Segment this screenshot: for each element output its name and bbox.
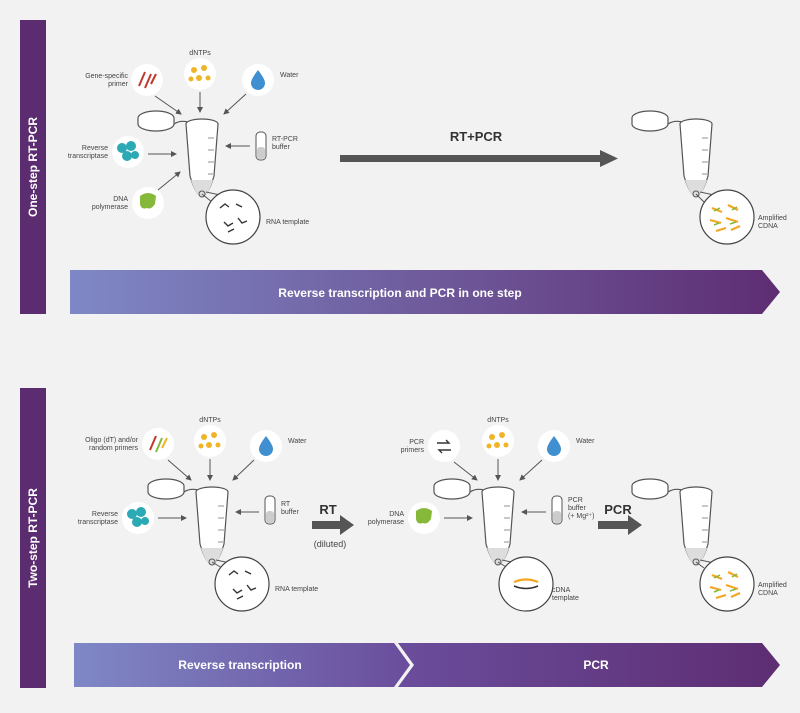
one-step-banner: [70, 270, 780, 314]
rt-pcr-buffer-label-1: RT-PCR: [272, 136, 298, 143]
rt-dntps-icon: [194, 425, 226, 457]
rt-arrow-label: RT: [319, 502, 336, 517]
pcr-primers-icon: [428, 430, 460, 462]
oligo-primers-label-2: random primers: [89, 445, 139, 452]
pcr-dna-polymerase-label-1: DNA: [389, 511, 404, 518]
rt-buffer-label-1: RT: [281, 501, 291, 508]
rna-strands-icon: [219, 203, 248, 233]
one-step-banner-text: Reverse transcription and PCR in one ste…: [278, 286, 521, 300]
pcr-tube: [433, 478, 515, 566]
two-step-amplified-label-2: CDNA: [758, 590, 778, 597]
rt-arrow: [312, 521, 340, 529]
rt-buffer-label-2: buffer: [281, 509, 299, 516]
pcr-banner-text: PCR: [583, 658, 609, 672]
two-step-amplified-label-1: Amplified: [758, 582, 787, 589]
gene-specific-primer-label-2: primer: [108, 81, 129, 88]
two-step-amplified-magnifier: [699, 556, 755, 612]
water-label: Water: [280, 72, 299, 79]
two-step-amplicon-icon: [709, 571, 741, 600]
pcr-buffer-label-2: buffer: [568, 505, 586, 512]
amplified-cdna-magnifier: [699, 189, 755, 245]
oligo-primers-label-1: Oligo (dT) and/or: [85, 437, 139, 444]
one-step-amplified-label-2: CDNA: [758, 223, 778, 230]
pcr-arrow-label: PCR: [604, 502, 632, 517]
rt-pcr-arrow: [340, 155, 602, 162]
two-step-rna-magnifier: [214, 556, 270, 612]
pcr-buffer-label-3: (+ Mg²⁺): [568, 513, 594, 520]
pcr-water-label: Water: [576, 438, 595, 445]
dna-polymerase-label-1: DNA: [113, 196, 128, 203]
pcr-dna-polymerase-label-2: polymerase: [368, 519, 404, 526]
cdna-template-label-1: cDNA: [552, 587, 571, 594]
pcr-primers-label-2: primers: [401, 447, 425, 454]
dntps-icon: [184, 58, 216, 90]
rna-template-label: RNA template: [266, 219, 309, 226]
reverse-transcription-banner: [74, 643, 410, 687]
dna-polymerase-label-2: polymerase: [92, 204, 128, 211]
oligo-primers-icon: [142, 428, 174, 460]
reverse-transcriptase-label-1: Reverse: [82, 145, 108, 152]
one-step-amplified-label-1: Amplified: [758, 215, 787, 222]
pcr-buffer-label-1: PCR: [568, 497, 583, 504]
two-step-side-title: Two-step RT-PCR: [26, 488, 40, 588]
rt-pcr-arrow-label: RT+PCR: [450, 129, 503, 144]
dntps-label: dNTPs: [189, 50, 211, 57]
two-step-rna-template-label: RNA template: [275, 586, 318, 593]
two-step-rna-strands-icon: [228, 570, 257, 600]
one-step-side-title: One-step RT-PCR: [26, 117, 40, 217]
rt-tube: [147, 478, 229, 566]
reverse-transcription-banner-text: Reverse transcription: [178, 658, 301, 672]
pcr-primers-label-1: PCR: [409, 439, 424, 446]
one-step-side-bar: [20, 20, 46, 314]
rt-arrow-sublabel: (diluted): [314, 539, 347, 549]
one-step-amplified-tube: [631, 110, 713, 198]
two-step-amplified-tube: [631, 478, 713, 566]
cdna-template-magnifier: [498, 556, 554, 612]
cdna-template-icon: [513, 578, 539, 590]
pcr-dntps-label: dNTPs: [487, 417, 509, 424]
two-step-side-bar: [20, 388, 46, 688]
cdna-template-label-2: template: [552, 595, 579, 602]
rt-reverse-transcriptase-label-1: Reverse: [92, 511, 118, 518]
pcr-banner: [398, 643, 780, 687]
gene-specific-primer-label-1: Gene-specific: [85, 73, 128, 80]
reverse-transcriptase-label-2: transcriptase: [68, 153, 108, 160]
rt-pcr-buffer-label-2: buffer: [272, 144, 290, 151]
rna-template-magnifier: [205, 189, 261, 245]
rt-reverse-transcriptase-label-2: transcriptase: [78, 519, 118, 526]
gene-specific-primer-icon: [131, 64, 163, 96]
pcr-arrow: [598, 521, 628, 529]
rt-water-label: Water: [288, 438, 307, 445]
pcr-dntps-icon: [482, 425, 514, 457]
rt-dntps-label: dNTPs: [199, 417, 221, 424]
